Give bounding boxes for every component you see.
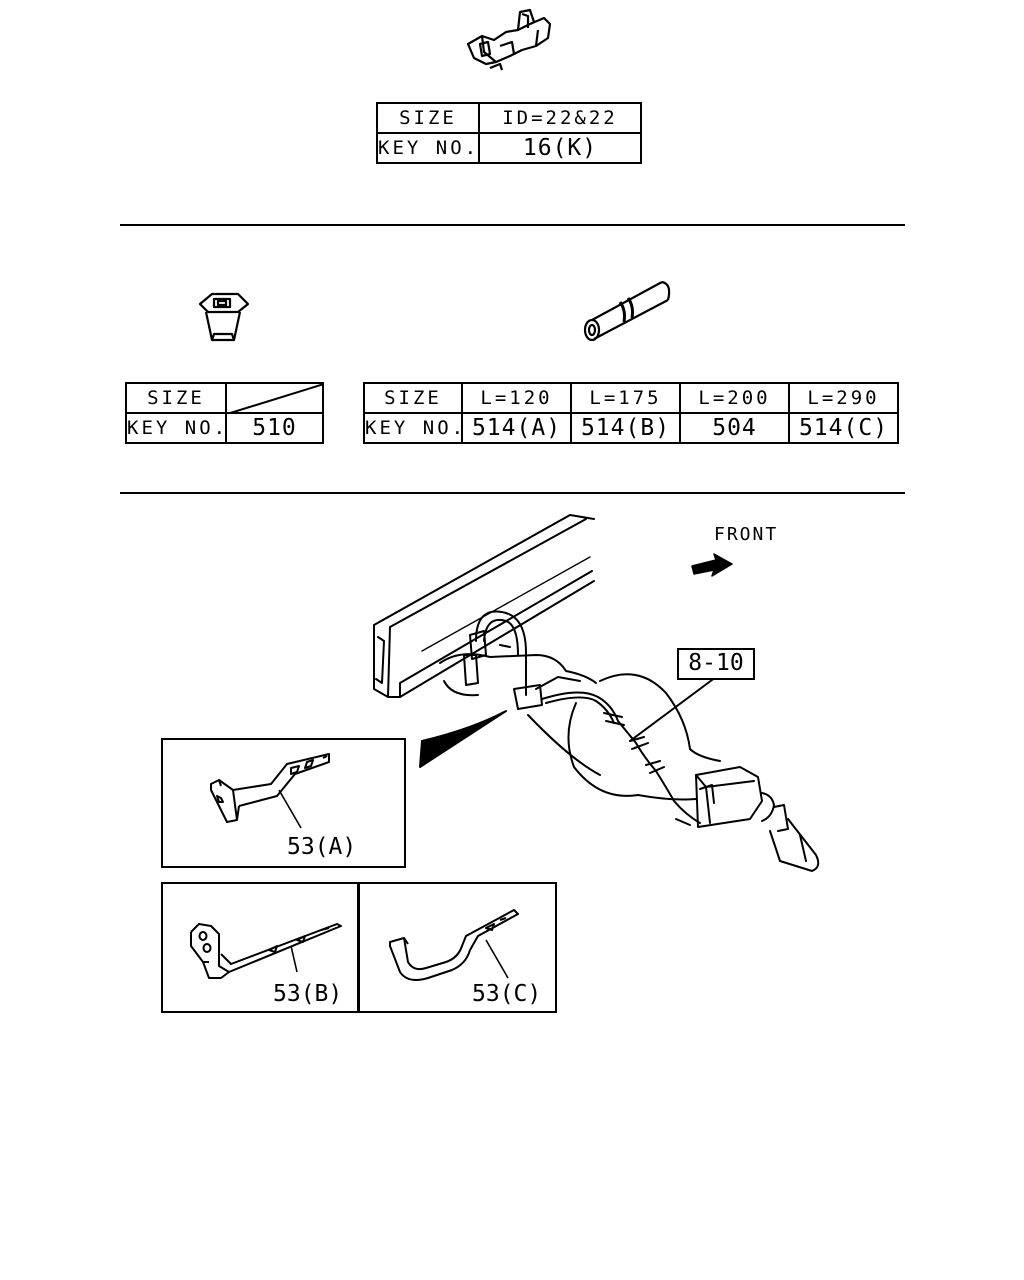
size-label: SIZE xyxy=(125,382,227,414)
keyno-label: KEY NO. xyxy=(376,132,480,164)
axle-assembly-drawing xyxy=(373,514,820,872)
size-label: SIZE xyxy=(363,382,463,414)
keyno-label: KEY NO. xyxy=(125,412,227,444)
size-value: L=120 xyxy=(461,382,572,414)
diagonal-line xyxy=(233,385,321,411)
key-value: 504 xyxy=(679,412,790,444)
front-label: FRONT xyxy=(714,524,779,545)
bracket-a-label: 53(A) xyxy=(287,834,357,860)
section-divider xyxy=(120,492,905,494)
bracket-b-icon xyxy=(190,923,342,979)
bracket-b-panel: 53(B) xyxy=(161,882,359,1013)
size-empty-cell xyxy=(225,382,324,414)
front-arrow-icon xyxy=(691,553,733,577)
section-divider xyxy=(120,224,905,226)
key-value: 514(A) xyxy=(461,412,572,444)
bracket-c-panel: 53(C) xyxy=(358,882,557,1013)
tube-spec-table: SIZE L=120 L=175 L=200 L=290 KEY NO. 514… xyxy=(363,382,899,444)
bracket-b-label: 53(B) xyxy=(273,981,343,1007)
size-value: ID=22&22 xyxy=(478,102,642,134)
size-label: SIZE xyxy=(376,102,480,134)
bracket-c-label: 53(C) xyxy=(472,981,542,1007)
size-value: L=290 xyxy=(788,382,899,414)
hose-tube-icon xyxy=(583,280,671,342)
size-value: L=175 xyxy=(570,382,681,414)
double-clip-icon xyxy=(466,8,552,71)
key-value: 510 xyxy=(225,412,324,444)
callout-label: 8-10 xyxy=(677,648,755,680)
bracket-c-icon xyxy=(389,909,519,981)
grommet-spec-table: SIZE KEY NO. 510 xyxy=(125,382,324,444)
grommet-icon xyxy=(198,292,250,342)
keyno-label: KEY NO. xyxy=(363,412,463,444)
key-value: 16(K) xyxy=(478,132,642,164)
clip-spec-table: SIZE ID=22&22 KEY NO. 16(K) xyxy=(376,102,642,164)
key-value: 514(C) xyxy=(788,412,899,444)
bracket-a-panel: 53(A) xyxy=(161,738,406,868)
key-value: 514(B) xyxy=(570,412,681,444)
bracket-a-icon xyxy=(210,753,330,829)
size-value: L=200 xyxy=(679,382,790,414)
